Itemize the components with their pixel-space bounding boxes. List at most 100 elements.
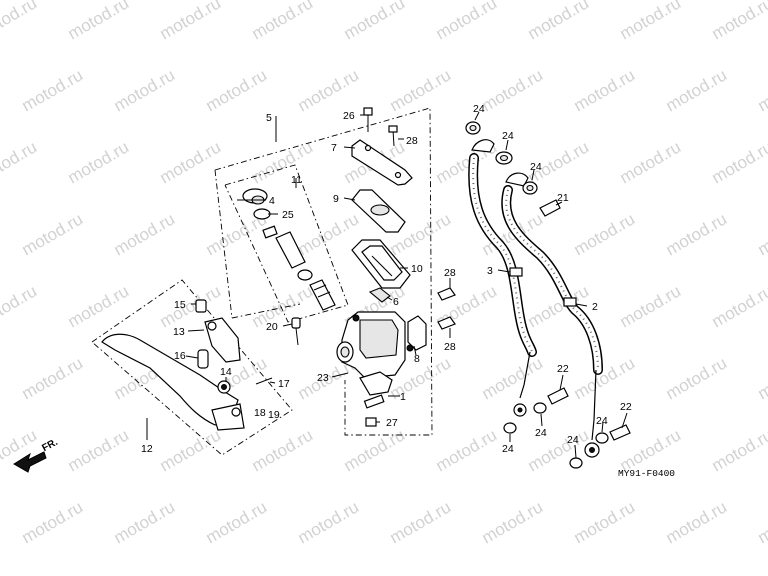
callout-10: 10: [411, 263, 423, 275]
callout-9: 9: [333, 193, 339, 205]
watermark-text: motod.ru: [663, 497, 731, 547]
callout-26: 26: [343, 110, 355, 122]
cap-screws: [363, 107, 398, 147]
callout-24a: 24: [473, 103, 485, 115]
watermark-text: motod.ru: [755, 65, 768, 115]
watermark-text: motod.ru: [525, 0, 593, 43]
callout-24e: 24: [535, 427, 547, 439]
callout-13: 13: [173, 326, 185, 338]
watermark-text: motod.ru: [19, 209, 87, 259]
callout-21: 21: [557, 192, 569, 204]
callout-5: 5: [266, 112, 272, 124]
watermark-text: motod.ru: [0, 281, 40, 331]
watermark-text: motod.ru: [479, 65, 547, 115]
watermark-text: motod.ru: [295, 65, 363, 115]
callout-11: 11: [291, 174, 302, 186]
watermark-text: motod.ru: [755, 209, 768, 259]
brake-hose-2: [501, 172, 603, 458]
callout-7: 7: [331, 142, 337, 154]
watermark-text: motod.ru: [663, 209, 731, 259]
watermark-text: motod.ru: [709, 425, 768, 475]
hose-washers-bolts: [465, 121, 631, 469]
watermark-text: motod.ru: [111, 209, 179, 259]
watermark-text: motod.ru: [341, 0, 409, 43]
holder-bolts: [437, 287, 456, 330]
callout-27: 27: [386, 417, 398, 429]
callout-3: 3: [487, 265, 493, 277]
callout-25: 25: [282, 209, 294, 221]
callout-28a: 28: [406, 135, 418, 147]
callout-22a: 22: [557, 363, 569, 375]
leader-lines: [146, 111, 628, 459]
front-label: FR.: [40, 437, 60, 454]
watermark-text: motod.ru: [479, 497, 547, 547]
watermark-text: motod.ru: [157, 137, 225, 187]
callout-24b: 24: [502, 130, 514, 142]
lower-fittings: [363, 394, 385, 427]
watermark-text: motod.ru: [0, 0, 40, 43]
watermark-text: motod.ru: [663, 65, 731, 115]
callout-28b: 28: [444, 267, 456, 279]
stop-switch: [368, 287, 391, 303]
watermark-text: motod.ru: [617, 137, 685, 187]
watermark-text: motod.ru: [387, 497, 455, 547]
watermark-text: motod.ru: [617, 0, 685, 43]
front-arrow-icon: [13, 451, 47, 473]
diaphragm: [351, 239, 411, 289]
master-cylinder-kit-outline: [214, 107, 433, 436]
lever-assembly-outline: [91, 279, 293, 456]
callout-numbers: 1 2 3 4 5 6 7 8 9 10 11 12 13 14 15 16 1…: [141, 103, 632, 455]
watermark-text: motod.ru: [433, 0, 501, 43]
watermark-text: motod.ru: [203, 65, 271, 115]
diagram-code: MY91-F0400: [618, 468, 675, 479]
watermark-text: motod.ru: [19, 497, 87, 547]
watermark-text: motod.ru: [755, 353, 768, 403]
watermark-text: motod.ru: [249, 137, 317, 187]
watermark-text: motod.ru: [709, 137, 768, 187]
callout-2: 2: [592, 301, 598, 313]
lever-adjuster-parts: [195, 299, 273, 417]
watermark-text: motod.ru: [65, 0, 133, 43]
callout-22b: 22: [620, 401, 632, 413]
watermark-text: motod.ru: [203, 497, 271, 547]
watermark-text: motod.ru: [709, 281, 768, 331]
watermark-text: motod.ru: [111, 497, 179, 547]
master-cylinder-holder: [406, 315, 427, 352]
watermark-text: motod.ru: [433, 425, 501, 475]
watermark-text: motod.ru: [65, 137, 133, 187]
watermark-text: motod.ru: [65, 425, 133, 475]
diaphragm-plate: [351, 189, 406, 233]
watermark-text: motod.ru: [617, 281, 685, 331]
callout-18: 18: [254, 407, 266, 419]
watermark-text: motod.ru: [19, 65, 87, 115]
watermark-text: motod.ru: [0, 137, 40, 187]
watermark-text: motod.ru: [571, 353, 639, 403]
watermark-text: motod.ru: [157, 0, 225, 43]
callout-8: 8: [414, 353, 420, 365]
watermark-text: motod.ru: [249, 281, 317, 331]
callout-15: 15: [174, 299, 186, 311]
watermark-text: motod.ru: [19, 353, 87, 403]
watermark-text: motod.ru: [157, 425, 225, 475]
watermark-text: motod.ru: [709, 0, 768, 43]
watermark-text: motod.ru: [571, 65, 639, 115]
callout-17: 17: [278, 378, 290, 390]
callout-24g: 24: [596, 415, 608, 427]
brake-hose-3: [468, 139, 537, 417]
callout-24c: 24: [530, 161, 542, 173]
watermark-text: motod.ru: [65, 281, 133, 331]
callout-24d: 24: [502, 443, 514, 455]
watermark-text: motod.ru: [249, 0, 317, 43]
watermark-text: motod.ru: [755, 497, 768, 547]
watermark-text: motod.ru: [341, 425, 409, 475]
callout-19: 19: [268, 409, 280, 421]
callout-20: 20: [266, 321, 278, 333]
callout-24f: 24: [567, 434, 579, 446]
callout-1: 1: [400, 391, 406, 403]
watermark-text: motod.ru: [249, 425, 317, 475]
callout-16: 16: [174, 350, 186, 362]
callout-12: 12: [141, 443, 153, 455]
watermark-text: motod.ru: [571, 209, 639, 259]
watermark-text: motod.ru: [295, 497, 363, 547]
